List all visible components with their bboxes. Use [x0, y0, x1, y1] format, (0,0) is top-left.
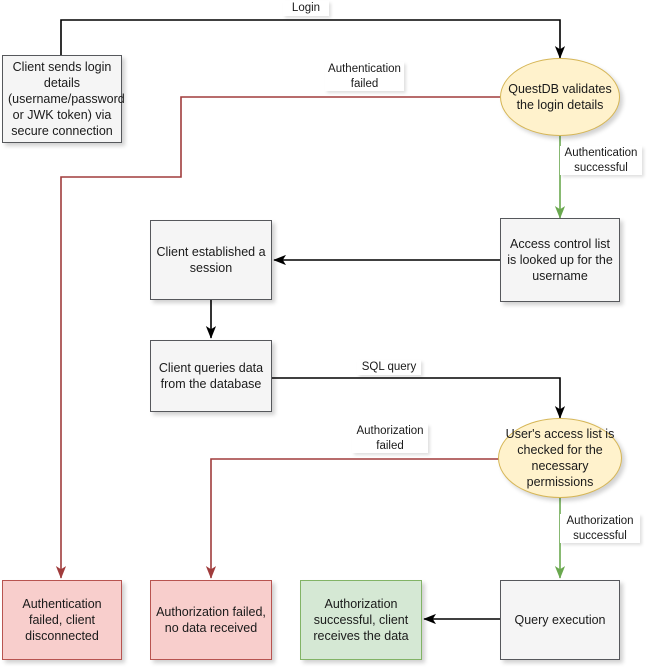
edge-authorization-failed — [205, 458, 500, 579]
node-authorization-failed-result[interactable]: Authorization failed, no data received — [150, 580, 272, 660]
edge-authentication-failed — [55, 96, 500, 579]
node-client-sends-login-details[interactable]: Client sends login details (username/pas… — [2, 55, 125, 143]
node-user-access-list-checked[interactable]: User's access list is checked for the ne… — [498, 418, 622, 498]
edge-label-authentication-successful: Authentication successful — [560, 146, 642, 176]
node-authorization-successful-result[interactable]: Authorization successful, client receive… — [300, 580, 422, 660]
edge-label-authentication-failed: Authentication failed — [325, 62, 404, 92]
node-query-execution[interactable]: Query execution — [500, 580, 620, 660]
edge-label-sql-query: SQL query — [357, 360, 421, 375]
node-access-control-list-lookup[interactable]: Access control list is looked up for the… — [500, 218, 620, 302]
node-label: Query execution — [514, 613, 606, 627]
edge-login — [60, 19, 566, 59]
edge-label-login: Login — [283, 1, 329, 16]
node-label: Authorization successful, client receive… — [313, 597, 409, 643]
node-label: Authentication failed, client disconnect… — [22, 597, 102, 643]
node-label: Authorization failed, no data received — [156, 605, 266, 635]
node-label: Client sends login details (username/pas… — [8, 60, 125, 138]
node-authentication-failed-result[interactable]: Authentication failed, client disconnect… — [2, 580, 122, 660]
node-label: QuestDB validates the login details — [508, 82, 612, 112]
node-client-established-session[interactable]: Client established a session — [150, 220, 272, 300]
edge-label-authorization-successful: Authorization successful — [560, 514, 640, 544]
node-label: Access control list is looked up for the… — [507, 237, 613, 283]
node-label: User's access list is checked for the ne… — [505, 427, 615, 489]
node-client-queries-data[interactable]: Client queries data from the database — [150, 340, 272, 412]
node-label: Client established a session — [156, 245, 266, 275]
node-label: Client queries data from the database — [158, 361, 264, 391]
edge-label-authorization-failed: Authorization failed — [352, 424, 428, 454]
node-questdb-validates-login[interactable]: QuestDB validates the login details — [500, 58, 620, 136]
edge-sql-query — [272, 377, 566, 419]
